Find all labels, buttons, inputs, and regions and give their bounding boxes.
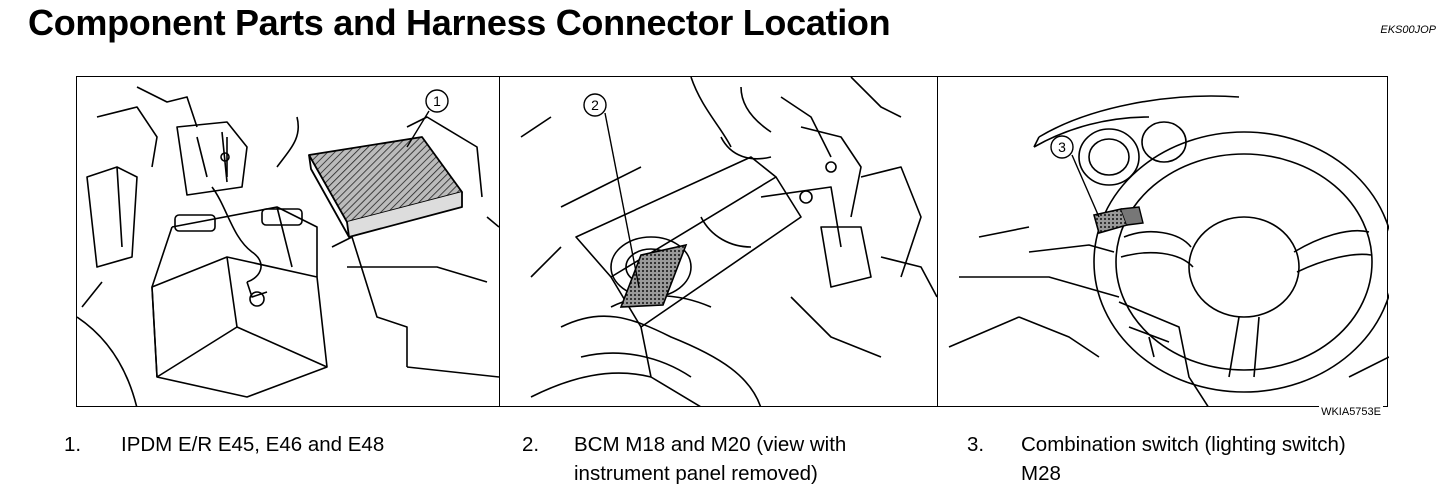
- panel-divider: [937, 77, 938, 406]
- callout-2-label: 2: [591, 97, 599, 113]
- component-location-figure: 1: [76, 76, 1389, 418]
- callout-1-circle: [425, 89, 449, 113]
- bcm-module-shape: [619, 243, 688, 308]
- panel-bcm: 2: [501, 77, 937, 406]
- caption-2-text: BCM M18 and M20 (view with instrument pa…: [574, 433, 847, 485]
- caption-1-number: 1.: [64, 433, 82, 456]
- panel-divider: [499, 77, 500, 406]
- callout-2-circle: [583, 93, 607, 117]
- callout-3-circle: [1050, 135, 1074, 159]
- bcm-illustration: 2: [520, 77, 937, 406]
- lighting-switch-stalk: [1093, 206, 1144, 234]
- callout-3-label: 3: [1058, 139, 1066, 155]
- panel-ipdm-engine-room: 1: [77, 77, 499, 406]
- document-code: EKS00JOP: [1380, 24, 1436, 36]
- steering-wheel-illustration: 3: [948, 95, 1389, 406]
- page-title: Component Parts and Harness Connector Lo…: [28, 2, 891, 43]
- caption-3-text: Combination switch (lighting switch) M28: [1021, 433, 1346, 485]
- caption-1-text: IPDM E/R E45, E46 and E48: [121, 433, 385, 456]
- figure-code: WKIA5753E: [1319, 406, 1383, 418]
- panel-combination-switch: 3: [939, 77, 1389, 406]
- caption-2-number: 2.: [522, 433, 540, 456]
- callout-1-label: 1: [433, 93, 441, 109]
- engine-room-illustration: 1: [77, 86, 499, 406]
- caption-3-number: 3.: [967, 433, 985, 456]
